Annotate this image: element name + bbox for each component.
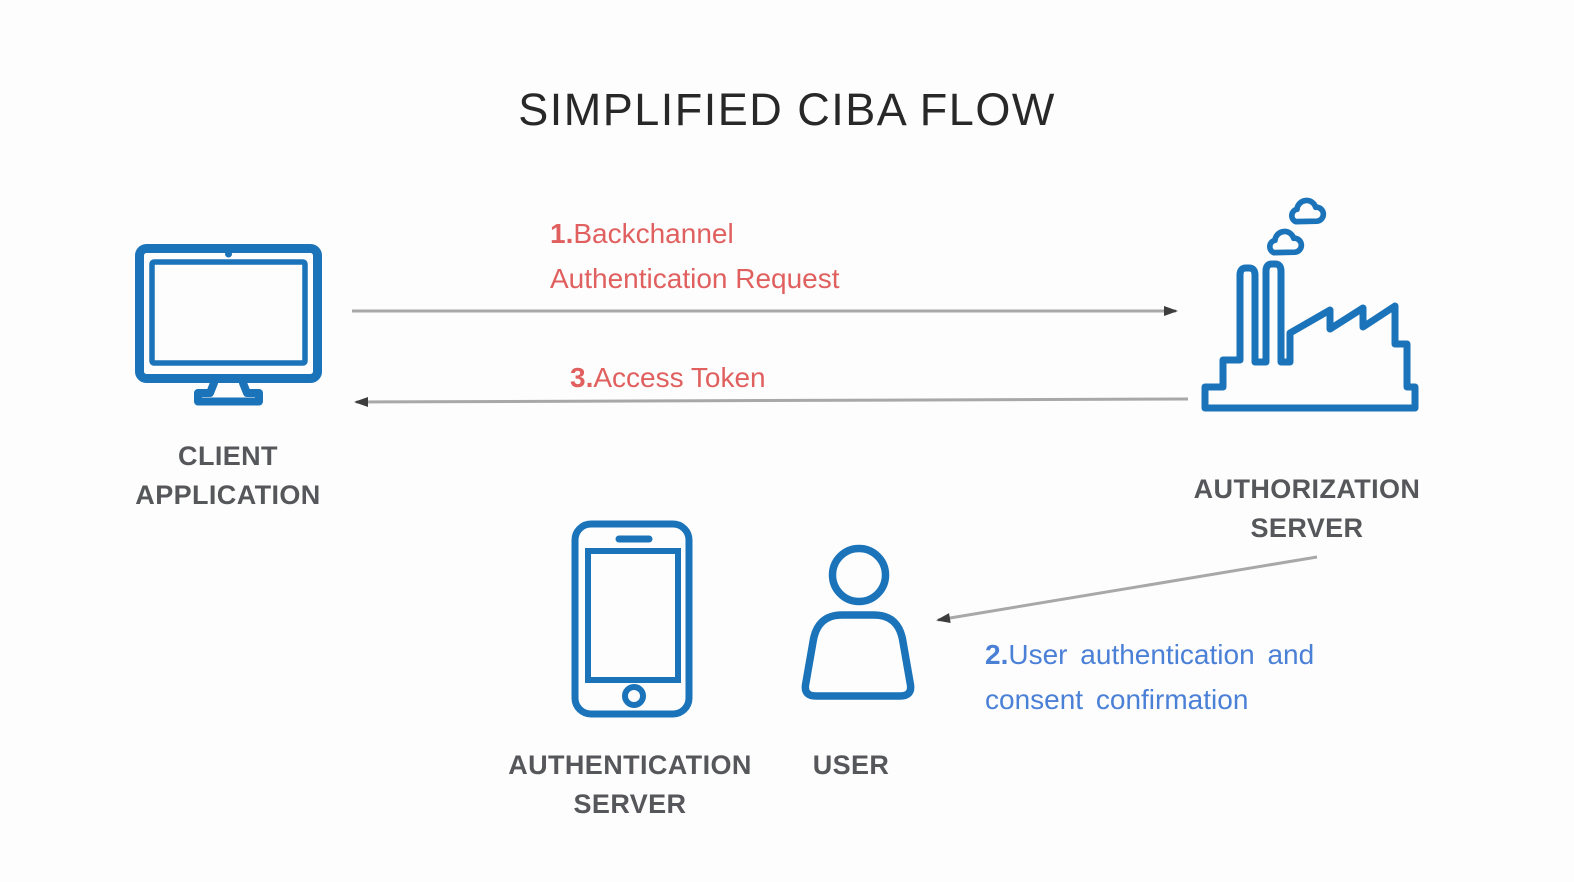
step-number: 1. <box>550 218 574 249</box>
label-line: SERVER <box>573 789 687 819</box>
step-text: Access Token <box>593 362 766 393</box>
label-line: AUTHENTICATION <box>508 750 752 780</box>
step-text: User authentication and <box>1008 639 1315 670</box>
person-icon <box>801 544 915 700</box>
user-label: USER <box>776 746 926 785</box>
step-3-label: 3.Access Token <box>570 355 766 400</box>
step-line: 1.Backchannel <box>550 211 840 256</box>
label-line: APPLICATION <box>135 480 321 510</box>
smoke-cloud-large <box>1289 197 1327 225</box>
desktop-monitor-icon <box>135 244 322 406</box>
client-application-label: CLIENT APPLICATION <box>78 437 378 515</box>
arrow-step-2 <box>936 555 1318 623</box>
diagram-title: SIMPLIFIED CIBA FLOW <box>518 84 1056 135</box>
label-line: SERVER <box>1250 513 1364 543</box>
label-line: CLIENT <box>178 441 278 471</box>
step-line: 3.Access Token <box>570 355 766 400</box>
factory-icon <box>1201 197 1419 412</box>
step-2-label: 2.User authentication and consent confir… <box>985 632 1314 722</box>
step-line: 2.User authentication and <box>985 632 1314 677</box>
step-line: consent confirmation <box>985 684 1249 715</box>
label-line: AUTHORIZATION <box>1193 474 1421 504</box>
step-line: Authentication Request <box>550 263 840 294</box>
label-line: USER <box>812 750 890 780</box>
smartphone-icon <box>571 520 693 718</box>
step-number: 3. <box>570 362 594 393</box>
authentication-server-label: AUTHENTICATION SERVER <box>480 746 780 824</box>
arrow-step-3 <box>354 396 1189 407</box>
smoke-cloud-small <box>1267 228 1305 256</box>
authorization-server-label: AUTHORIZATION SERVER <box>1157 470 1457 548</box>
step-text: Backchannel <box>573 218 734 249</box>
step-1-label: 1.Backchannel Authentication Request <box>550 211 840 301</box>
step-number: 2. <box>985 639 1009 670</box>
